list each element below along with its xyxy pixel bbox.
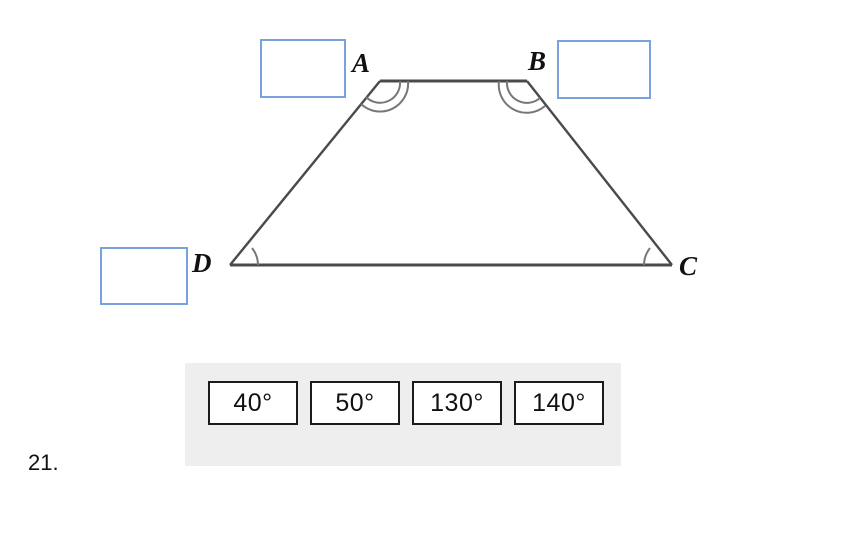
edge-BC: [526, 80, 673, 266]
vertex-label-a: A: [352, 48, 371, 78]
option-tray: 40° 50° 130° 140°: [185, 363, 621, 466]
angle-arc-B-inner: [505, 80, 541, 104]
answer-box-angle-a[interactable]: [260, 39, 346, 98]
edge-DA: [229, 80, 381, 266]
answer-box-angle-d[interactable]: [100, 247, 188, 305]
option-list: 40° 50° 130° 140°: [208, 381, 604, 425]
question-number: 21.: [28, 450, 59, 475]
vertex-label-d: D: [192, 248, 212, 278]
option-tile-40[interactable]: 40°: [208, 381, 298, 425]
option-tile-50[interactable]: 50°: [310, 381, 400, 425]
angle-arc-A-outer: [360, 80, 410, 113]
option-tile-130[interactable]: 130°: [412, 381, 502, 425]
angle-arc-C: [643, 247, 651, 266]
angle-arc-D: [251, 247, 259, 266]
trapezoid-figure: [229, 79, 673, 267]
answer-box-angle-b[interactable]: [557, 40, 651, 99]
angle-arc-A-inner: [365, 80, 402, 104]
option-tile-140[interactable]: 140°: [514, 381, 604, 425]
vertex-label-b: B: [528, 46, 547, 76]
vertex-label-c: C: [679, 251, 698, 281]
angle-arc-B-outer: [497, 80, 546, 114]
